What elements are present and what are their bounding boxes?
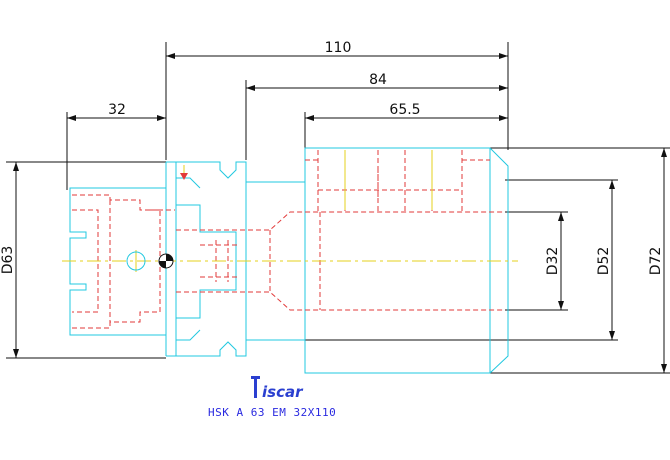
dim-label-32: 32 xyxy=(108,102,126,118)
pin-hole xyxy=(126,251,146,271)
dim-label-110: 110 xyxy=(325,40,352,56)
dimension-arrows xyxy=(13,53,667,373)
hidden-lines xyxy=(72,150,505,329)
dim-label-d32: D32 xyxy=(545,247,561,276)
dim-label-d52: D52 xyxy=(596,247,612,276)
dim-label-d72: D72 xyxy=(648,247,664,276)
logo-text: iscar xyxy=(262,383,304,401)
orientation-mark xyxy=(180,173,188,180)
drawing-caption: HSK A 63 EM 32X110 xyxy=(208,406,336,419)
iscar-logo: iscar xyxy=(251,376,304,401)
dim-label-84: 84 xyxy=(369,72,387,88)
gauge-point-marker xyxy=(158,253,174,269)
dimension-lines xyxy=(6,42,670,374)
center-lines xyxy=(62,150,518,272)
dim-label-65-5: 65.5 xyxy=(389,102,420,118)
dim-label-d63: D63 xyxy=(0,246,16,275)
